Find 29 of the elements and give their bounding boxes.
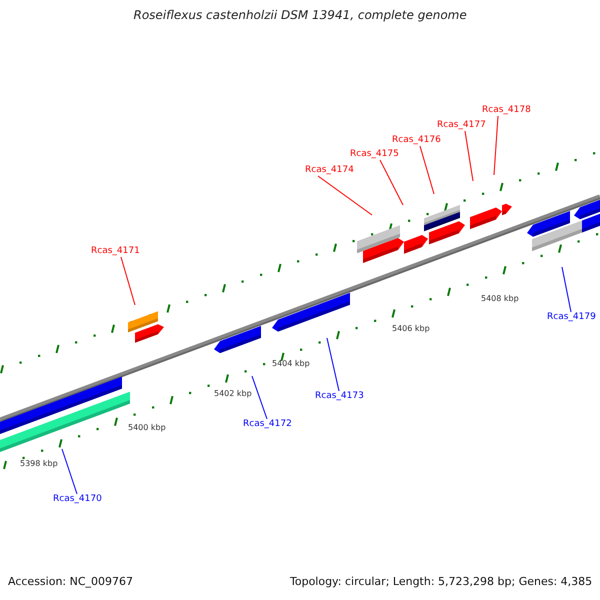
gene-label: Rcas_4176 [392,135,441,146]
leader-line [318,176,372,216]
leader-line [120,256,136,306]
scale-label: 5406 kbp [392,324,430,334]
leader-line [562,266,572,312]
leader-line [464,130,474,182]
leader-line [420,146,434,194]
scale-label: 5398 kbp [20,459,58,469]
gene-label: Rcas_4174 [305,165,354,176]
gene-label: Rcas_4173 [315,391,364,402]
gene-label: Rcas_4178 [482,105,531,116]
gene-label: Rcas_4171 [91,246,140,257]
gene-label: Rcas_4172 [243,419,292,430]
scale-label: 5408 kbp [481,294,519,304]
scale-label: 5400 kbp [128,423,166,433]
genome-info-text: Topology: circular; Length: 5,723,298 bp; Genes: 4,385 [290,575,592,588]
gene-label: Rcas_4170 [53,494,102,505]
leader-line [494,116,498,176]
leader-line [252,376,268,420]
leader-line [380,160,404,206]
scale-label: 5404 kbp [272,359,310,369]
scale-label: 5402 kbp [214,389,252,399]
gene-label: Rcas_4175 [350,149,399,160]
leader-line [62,448,78,494]
gene-label: Rcas_4179 [547,312,596,323]
leader-line [326,338,340,392]
map-title: Roseiflexus castenholzii DSM 13941, complete genome [134,8,467,22]
accession-text: Accession: NC_009767 [8,575,134,588]
gene-label: Rcas_4177 [437,120,486,131]
